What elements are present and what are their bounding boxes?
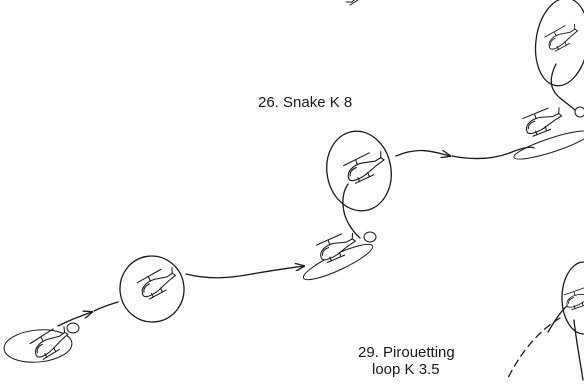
helicopter-middle-shadowed xyxy=(302,229,377,281)
pirouetting-loop-label-line2: loop K 3.5 xyxy=(372,361,440,378)
flight-path-left xyxy=(57,312,92,327)
top-partial-helicopter xyxy=(345,0,359,6)
flight-path-middle xyxy=(185,266,304,279)
pirouetting-loop-label-line1: 29. Pirouetting xyxy=(358,344,455,361)
helicopter-right-shadowed xyxy=(513,104,584,160)
helicopter-start xyxy=(3,322,80,363)
snake-maneuver-label: 26. Snake K 8 xyxy=(258,94,353,111)
flight-path-right xyxy=(395,149,450,156)
rotation-ellipse-top-right xyxy=(534,0,584,118)
rotation-ellipse-middle xyxy=(326,130,392,239)
pirouetting-loop-figure xyxy=(507,261,584,381)
rotation-ellipse-left xyxy=(119,255,185,323)
